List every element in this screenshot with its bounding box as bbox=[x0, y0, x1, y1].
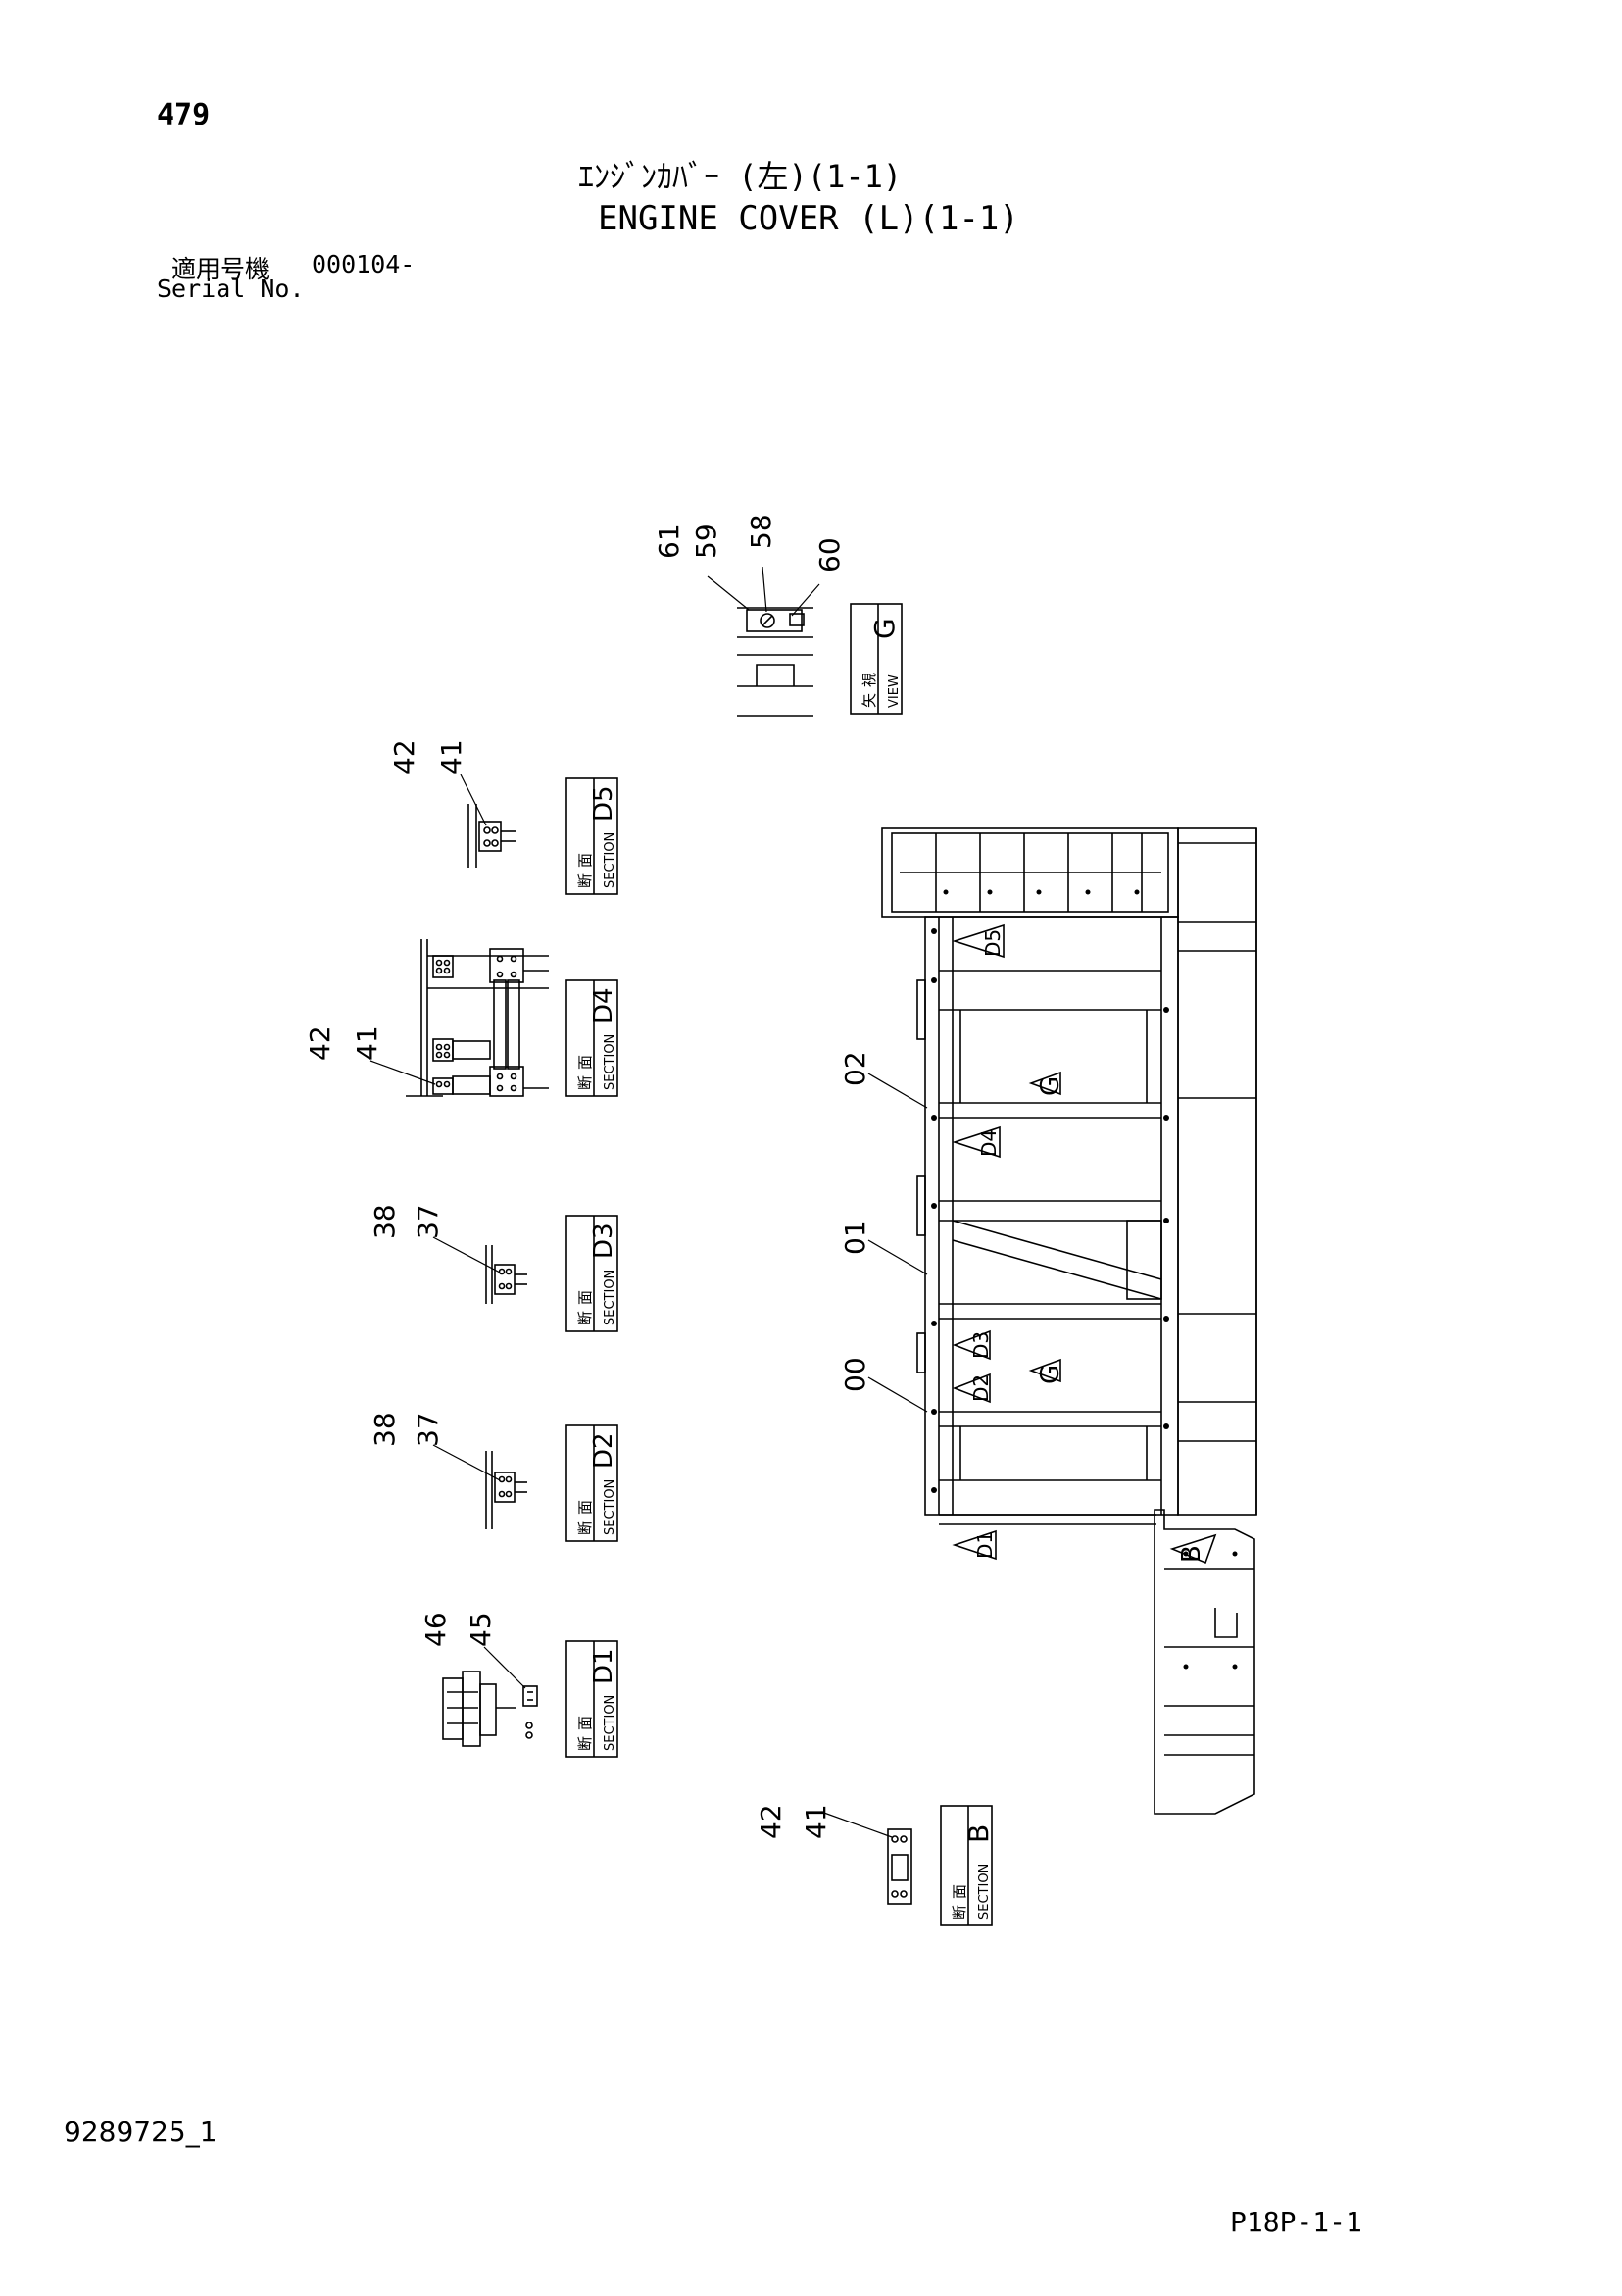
leader-d4 bbox=[369, 1060, 436, 1085]
marker-g-upper: G bbox=[1036, 1076, 1065, 1096]
view-g-label-box bbox=[850, 603, 903, 715]
title-english: ENGINE COVER (L)(1-1) bbox=[598, 199, 1019, 238]
leader-d3 bbox=[432, 1236, 501, 1273]
leader-d1 bbox=[483, 1646, 526, 1689]
section-b-label-box bbox=[940, 1805, 993, 1926]
leader-d2 bbox=[432, 1444, 501, 1481]
callout-42-d4: 42 bbox=[304, 1025, 336, 1061]
marker-d5: D5 bbox=[981, 929, 1005, 957]
section-d5-label-en: SECTION bbox=[603, 832, 617, 888]
section-d5-label-id: D5 bbox=[589, 785, 618, 822]
callout-38-d3: 38 bbox=[369, 1204, 401, 1239]
leaders-view-g bbox=[707, 566, 820, 617]
marker-d2: D2 bbox=[969, 1374, 993, 1402]
marker-b: B bbox=[1177, 1545, 1206, 1563]
callout-41-d4: 41 bbox=[351, 1025, 383, 1061]
callout-37-d3: 37 bbox=[412, 1204, 444, 1239]
callout-61: 61 bbox=[653, 524, 685, 559]
section-d1-label-jp: 断面 bbox=[576, 1710, 594, 1751]
section-d5-label-box bbox=[565, 777, 618, 895]
view-g-label-jp: 矢視 bbox=[860, 667, 878, 708]
section-b-detail bbox=[887, 1828, 912, 1905]
section-d1-label-en: SECTION bbox=[603, 1695, 617, 1751]
main-assembly-fasteners bbox=[931, 889, 1238, 1670]
engine-cover-main-assembly bbox=[881, 827, 1257, 1815]
callout-41-d5: 41 bbox=[435, 739, 467, 774]
view-g-label-en: VIEW bbox=[887, 674, 902, 708]
callout-58: 58 bbox=[745, 514, 777, 549]
callout-42-d5: 42 bbox=[388, 739, 420, 774]
section-b-label-id: B bbox=[962, 1824, 995, 1843]
serial-number-value: 000104- bbox=[312, 250, 416, 278]
section-d3-label-en: SECTION bbox=[603, 1270, 617, 1325]
title-japanese: ｴﾝｼﾞﾝｶﾊﾞｰ (左)(1-1) bbox=[578, 158, 903, 195]
section-d1-detail bbox=[442, 1671, 538, 1747]
page-code: P18P-1-1 bbox=[1230, 2206, 1362, 2238]
view-g-label-id: G bbox=[868, 618, 901, 639]
callout-38-d2: 38 bbox=[369, 1412, 401, 1447]
section-d4-label-en: SECTION bbox=[603, 1034, 617, 1090]
section-d3-detail bbox=[485, 1245, 527, 1304]
document-id: 9289725_1 bbox=[64, 2116, 218, 2148]
callout-60: 60 bbox=[813, 537, 846, 573]
section-d4-label-jp: 断面 bbox=[576, 1049, 594, 1090]
callout-59: 59 bbox=[690, 524, 722, 559]
section-d4-label-box bbox=[565, 979, 618, 1097]
section-d3-label-jp: 断面 bbox=[576, 1284, 594, 1325]
section-d1-label-box bbox=[565, 1640, 618, 1758]
section-d3-label-id: D3 bbox=[589, 1223, 618, 1259]
callout-41-b: 41 bbox=[800, 1804, 832, 1839]
section-d1-label-id: D1 bbox=[589, 1648, 618, 1684]
callout-37-d2: 37 bbox=[412, 1412, 444, 1447]
section-d2-label-jp: 断面 bbox=[576, 1494, 594, 1535]
callout-45-d1: 45 bbox=[465, 1612, 497, 1647]
marker-d3: D3 bbox=[969, 1331, 993, 1359]
marker-g-lower: G bbox=[1036, 1365, 1065, 1384]
section-d3-label-box bbox=[565, 1215, 618, 1332]
section-d2-detail bbox=[485, 1451, 527, 1529]
leader-b bbox=[820, 1811, 893, 1838]
section-b-label-en: SECTION bbox=[977, 1864, 992, 1920]
section-d4-label-id: D4 bbox=[589, 987, 618, 1023]
callout-46-d1: 46 bbox=[419, 1612, 452, 1647]
leader-d5 bbox=[460, 774, 487, 826]
section-d2-label-box bbox=[565, 1424, 618, 1542]
section-d5-detail bbox=[467, 804, 516, 868]
section-markers bbox=[952, 923, 1217, 1565]
serial-label-english: Serial No. bbox=[157, 275, 305, 303]
marker-d4: D4 bbox=[977, 1129, 1001, 1157]
view-g-detail bbox=[737, 607, 813, 717]
section-b-label-jp: 断面 bbox=[951, 1878, 968, 1920]
callout-00: 00 bbox=[839, 1357, 871, 1392]
callout-02: 02 bbox=[839, 1051, 871, 1086]
callout-01: 01 bbox=[839, 1220, 871, 1255]
section-d5-label-jp: 断面 bbox=[576, 847, 594, 888]
marker-d1: D1 bbox=[973, 1531, 997, 1559]
section-d2-label-id: D2 bbox=[589, 1432, 618, 1469]
leaders-main-parts bbox=[867, 1073, 928, 1413]
section-d4-detail bbox=[406, 939, 549, 1097]
page-number: 479 bbox=[157, 98, 211, 132]
serial-label-japanese: 適用号機 bbox=[172, 255, 270, 283]
callout-42-b: 42 bbox=[755, 1804, 787, 1839]
section-d2-label-en: SECTION bbox=[603, 1479, 617, 1535]
